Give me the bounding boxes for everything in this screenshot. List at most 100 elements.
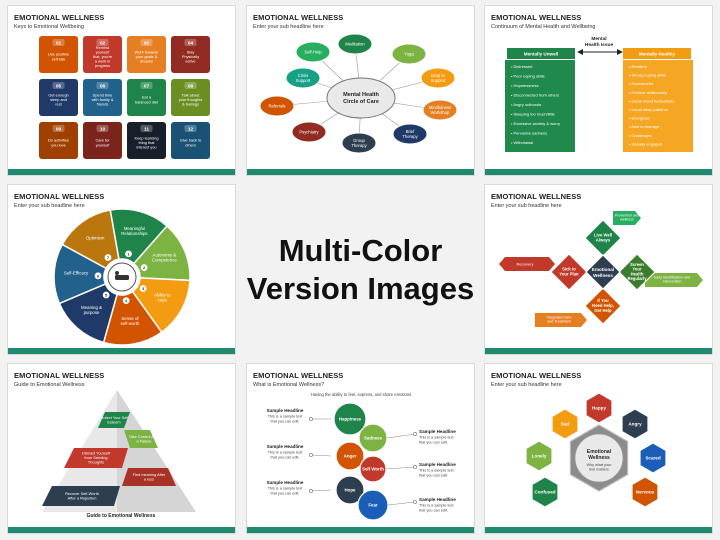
key-tile xyxy=(171,122,210,159)
sample-text: that you can edit. xyxy=(271,492,300,496)
care-node-label: Self-Help xyxy=(304,50,322,55)
emotion-hexagon xyxy=(631,476,659,508)
key-tile xyxy=(83,79,122,116)
arrow-banner xyxy=(613,211,641,225)
slide-pyramid[interactable]: EMOTIONAL WELLNESS Guide to Emotional We… xyxy=(7,363,236,534)
slide-subtitle: Enter your sub headline here xyxy=(491,382,562,388)
care-node-label: Referrals xyxy=(269,104,286,109)
connector-dot xyxy=(309,417,313,421)
diamond-label: If You xyxy=(597,298,609,303)
pyramid-step-label: a loss xyxy=(144,476,154,481)
slide-footer-bar xyxy=(485,348,712,354)
slide-emotion-circles[interactable]: EMOTIONAL WELLNESS What is Emotional Wel… xyxy=(246,363,475,534)
sample-text: that you can edit. xyxy=(419,509,448,513)
tile-text: you love xyxy=(51,142,66,147)
pyramid-step-label: Esteem xyxy=(107,419,120,424)
diamond-label: Regularly xyxy=(627,276,647,281)
segment-number-badge xyxy=(103,253,113,262)
tile-number: 02 xyxy=(100,41,106,47)
tile-number-badge xyxy=(96,125,109,132)
center-label: Wellness xyxy=(588,455,610,461)
segment-label: Meaning & xyxy=(81,305,102,310)
care-node-label: Yoga xyxy=(404,52,414,57)
issue-label: Mental xyxy=(591,36,606,42)
arrow-banner-label: Integrated Care xyxy=(547,315,572,319)
key-tile xyxy=(39,36,78,73)
slide-footer-bar xyxy=(247,169,474,175)
slide-diamonds[interactable]: EMOTIONAL WELLNESS Enter your sub headli… xyxy=(484,184,713,355)
tile-number: 08 xyxy=(188,84,194,90)
diamond-label: Your Plan xyxy=(559,271,579,276)
slide-hexagons[interactable]: EMOTIONAL WELLNESS Enter your sub headli… xyxy=(484,363,713,534)
emotion-hexagon-label: Scared xyxy=(645,456,661,461)
strategy-diamond xyxy=(618,253,656,291)
tile-number: 09 xyxy=(56,127,62,133)
cycle-segment xyxy=(61,209,120,270)
center-label: Circle of Care xyxy=(343,99,379,105)
tile-number-badge xyxy=(184,125,197,132)
tile-text: balanced diet xyxy=(135,99,159,104)
connector-dot xyxy=(309,453,313,457)
unwell-item: • Excessive anxiety & worry xyxy=(511,121,560,126)
care-node-label: Therapy xyxy=(351,143,367,148)
tile-number-badge xyxy=(140,125,153,132)
center-label: Emotional xyxy=(592,267,614,272)
tile-number: 07 xyxy=(144,84,150,90)
unwell-item: • Pervasive sadness xyxy=(511,131,547,136)
sample-text: that you can edit. xyxy=(419,441,448,445)
key-tile xyxy=(39,122,78,159)
arrow-banner-label: Early Identification and xyxy=(654,275,690,279)
emotion-hexagon xyxy=(621,408,649,440)
tile-number: 11 xyxy=(144,127,149,133)
tile-text: with family & xyxy=(92,97,114,102)
emotion-hexagon xyxy=(551,408,579,440)
strategy-diamond xyxy=(584,287,622,325)
tile-number: 12 xyxy=(188,127,194,133)
tile-text: thing that xyxy=(138,140,155,145)
connector-dot xyxy=(413,500,417,504)
sample-text: that you can edit. xyxy=(419,474,448,478)
diamond-label: Screen xyxy=(630,262,644,267)
pyramid-caption: Guide to Emotional Wellness xyxy=(87,513,156,519)
slide-title: EMOTIONAL WELLNESS xyxy=(253,371,344,380)
emotion-label: Anger xyxy=(344,454,357,459)
care-node xyxy=(291,121,327,143)
emotion-circle xyxy=(335,475,365,505)
center-label: Mental Health xyxy=(343,92,379,98)
tile-text: Give back to xyxy=(180,138,202,143)
emotion-hexagon-label: Sad xyxy=(561,422,570,427)
segment-label: self-worth xyxy=(120,321,140,326)
emotion-hexagon xyxy=(525,440,553,472)
unwell-header-label: Mentally Unwell xyxy=(524,52,558,57)
slide-circle-of-care[interactable]: EMOTIONAL WELLNESS Enter your sub headli… xyxy=(246,5,475,176)
segment-number-badge xyxy=(93,271,103,281)
tile-text: & feelings xyxy=(182,102,199,107)
healthy-item: • Positive relationship xyxy=(629,90,668,95)
segment-label: Relationships xyxy=(121,231,148,236)
segment-number: 3 xyxy=(142,286,145,291)
emotion-label: Happiness xyxy=(339,417,362,422)
emotion-label: Fear xyxy=(368,503,378,508)
arrow-banner xyxy=(645,273,703,287)
healthy-item: • Usual sleep patterns xyxy=(629,107,668,112)
segment-label: Ability to xyxy=(154,292,171,297)
slide-subtitle: Enter your sub headline here xyxy=(14,203,85,209)
unwell-item: • Disconnected from others xyxy=(511,93,559,98)
healthy-item: • Usual mood fluctuations xyxy=(629,98,674,103)
care-node xyxy=(392,123,428,145)
tile-text: sleep and xyxy=(50,97,67,102)
care-node-label: Workshop xyxy=(431,110,450,115)
slide-continuum[interactable]: EMOTIONAL WELLNESS Continuum of Mental H… xyxy=(484,5,713,176)
segment-number-badge xyxy=(139,263,149,272)
slide-cycle[interactable]: EMOTIONAL WELLNESS Enter your sub headli… xyxy=(7,184,236,355)
care-node-label: Support xyxy=(296,78,312,83)
care-node-label: Group xyxy=(353,138,365,143)
slide-keys-to-wellbeing[interactable]: EMOTIONAL WELLNESS Keys to Emotional Wel… xyxy=(7,5,236,176)
sample-text: This is a sample text xyxy=(268,487,304,491)
center-sub-label: feel matters xyxy=(589,468,609,472)
emotion-hexagon xyxy=(585,392,613,424)
